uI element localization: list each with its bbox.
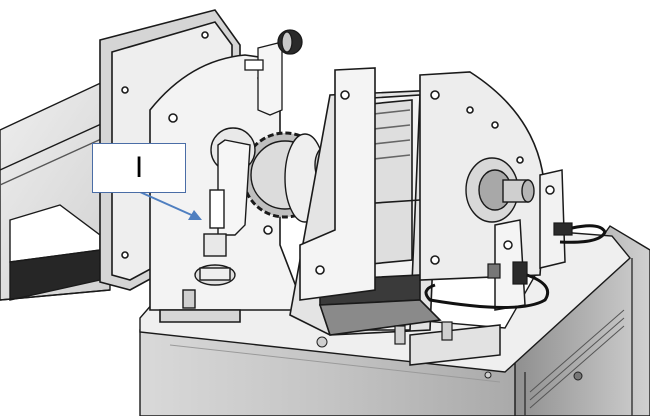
right-shaft-bearing <box>465 157 535 223</box>
right-brackets <box>409 169 566 366</box>
cabinet-vents <box>529 309 625 409</box>
left-clamp-plate <box>299 67 376 301</box>
callout-arrow-line <box>139 191 197 218</box>
top-plate-bolt <box>316 336 328 348</box>
cabinet-screw <box>573 371 583 381</box>
callout-label: I <box>92 143 186 193</box>
side-lever <box>182 139 251 309</box>
corner-bolt <box>484 371 492 379</box>
connectors <box>394 222 573 345</box>
cables <box>424 224 607 309</box>
base-cabinet <box>139 225 650 416</box>
callout-arrow-head <box>188 210 202 220</box>
top-switch <box>244 29 303 116</box>
